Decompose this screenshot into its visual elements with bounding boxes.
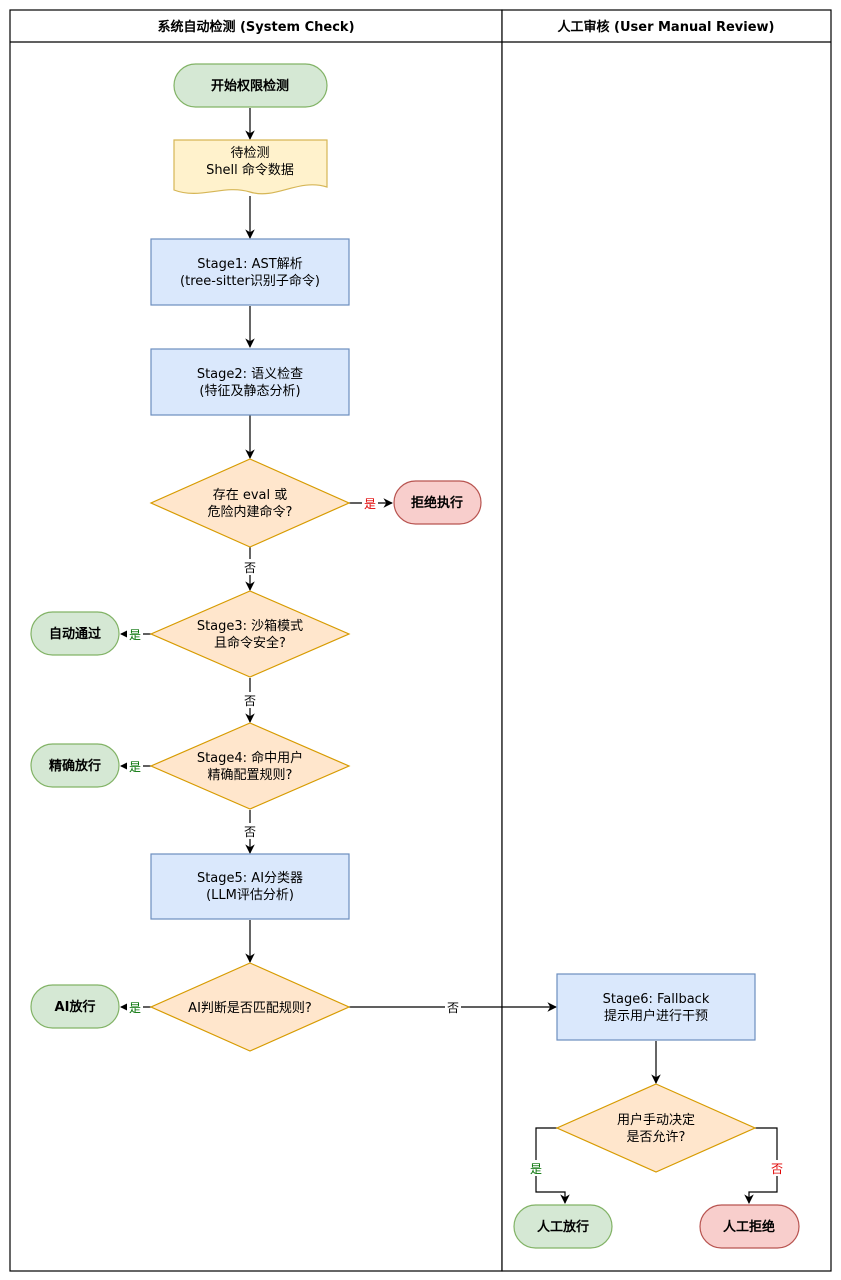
node-auto-pass-label: 自动通过 xyxy=(49,626,101,642)
node-exact-allow-label: 精确放行 xyxy=(49,758,101,774)
edge-label-stage3-yes: 是 xyxy=(129,628,141,642)
node-manual-allow: 人工放行 xyxy=(513,1204,613,1249)
node-stage6-line1: Stage6: Fallback xyxy=(603,992,710,1007)
node-stage5: Stage5: AI分类器 (LLM评估分析) xyxy=(150,853,350,920)
node-reject-label: 拒绝执行 xyxy=(411,495,463,511)
edge-label-stage4-yes: 是 xyxy=(129,760,141,774)
node-stage4-line2: 精确配置规则? xyxy=(208,768,293,783)
edge-labels: 是 否 是 否 是 否 是 否 是 否 xyxy=(127,495,785,1176)
node-manual-reject-label: 人工拒绝 xyxy=(723,1219,775,1235)
node-stage5-line2: (LLM评估分析) xyxy=(206,888,294,903)
node-data-line2: Shell 命令数据 xyxy=(206,162,294,178)
edge-label-eval-no: 否 xyxy=(244,561,256,575)
node-stage1: Stage1: AST解析 (tree-sitter识别子命令) xyxy=(150,238,350,306)
node-data-line1: 待检测 xyxy=(230,146,269,161)
node-stage1-line1: Stage1: AST解析 xyxy=(197,257,302,272)
node-manual-allow-label: 人工放行 xyxy=(537,1219,589,1235)
edge-label-eval-yes: 是 xyxy=(364,497,376,511)
node-stage6-line2: 提示用户进行干预 xyxy=(604,1008,708,1024)
edge-user-decide-to-manual-allow xyxy=(535,1127,570,1204)
node-user-decide: 用户手动决定 是否允许? xyxy=(555,1083,757,1173)
node-stage3-line2: 且命令安全? xyxy=(214,635,286,651)
node-stage6: Stage6: Fallback 提示用户进行干预 xyxy=(556,973,756,1041)
edge-label-ai-yes: 是 xyxy=(129,1001,141,1015)
node-ai-judge: AI判断是否匹配规则? xyxy=(149,962,351,1052)
node-exact-allow: 精确放行 xyxy=(30,743,120,788)
lane-title-system-check: 系统自动检测 (System Check) xyxy=(157,19,354,35)
node-data: 待检测 Shell 命令数据 xyxy=(173,139,328,195)
node-stage4: Stage4: 命中用户 精确配置规则? xyxy=(149,722,351,810)
node-start: 开始权限检测 xyxy=(173,63,328,108)
edge-label-stage3-no: 否 xyxy=(244,694,256,708)
node-ai-allow-label: AI放行 xyxy=(55,999,96,1015)
edge-user-decide-to-manual-reject xyxy=(744,1127,778,1204)
node-stage2-line1: Stage2: 语义检查 xyxy=(197,367,303,382)
node-check-eval: 存在 eval 或 危险内建命令? xyxy=(149,458,351,548)
edge-label-ai-no: 否 xyxy=(447,1001,459,1015)
edge-label-user-no: 否 xyxy=(771,1162,783,1176)
node-stage5-line1: Stage5: AI分类器 xyxy=(197,871,303,886)
edge-label-stage4-no: 否 xyxy=(244,825,256,839)
node-ai-allow: AI放行 xyxy=(30,984,120,1029)
node-stage1-line2: (tree-sitter识别子命令) xyxy=(180,273,320,289)
node-check-eval-line2: 危险内建命令? xyxy=(208,504,293,520)
node-check-eval-line1: 存在 eval 或 xyxy=(213,488,288,503)
node-start-label: 开始权限检测 xyxy=(211,78,289,94)
node-stage3: Stage3: 沙箱模式 且命令安全? xyxy=(149,590,351,678)
node-manual-reject: 人工拒绝 xyxy=(699,1204,800,1249)
swimlane-manual-review: 人工审核 (User Manual Review) xyxy=(501,9,832,1272)
node-reject: 拒绝执行 xyxy=(393,480,482,525)
node-stage3-line1: Stage3: 沙箱模式 xyxy=(197,618,303,634)
lane-title-manual-review: 人工审核 (User Manual Review) xyxy=(557,19,774,35)
node-user-decide-line2: 是否允许? xyxy=(627,1129,686,1145)
node-stage2-line2: (特征及静态分析) xyxy=(199,384,300,399)
node-auto-pass: 自动通过 xyxy=(30,611,120,656)
node-user-decide-line1: 用户手动决定 xyxy=(617,1112,695,1128)
node-stage4-line1: Stage4: 命中用户 xyxy=(197,750,303,766)
edge-label-user-yes: 是 xyxy=(530,1162,542,1176)
node-ai-judge-label: AI判断是否匹配规则? xyxy=(188,1001,312,1016)
node-stage2: Stage2: 语义检查 (特征及静态分析) xyxy=(150,348,350,416)
